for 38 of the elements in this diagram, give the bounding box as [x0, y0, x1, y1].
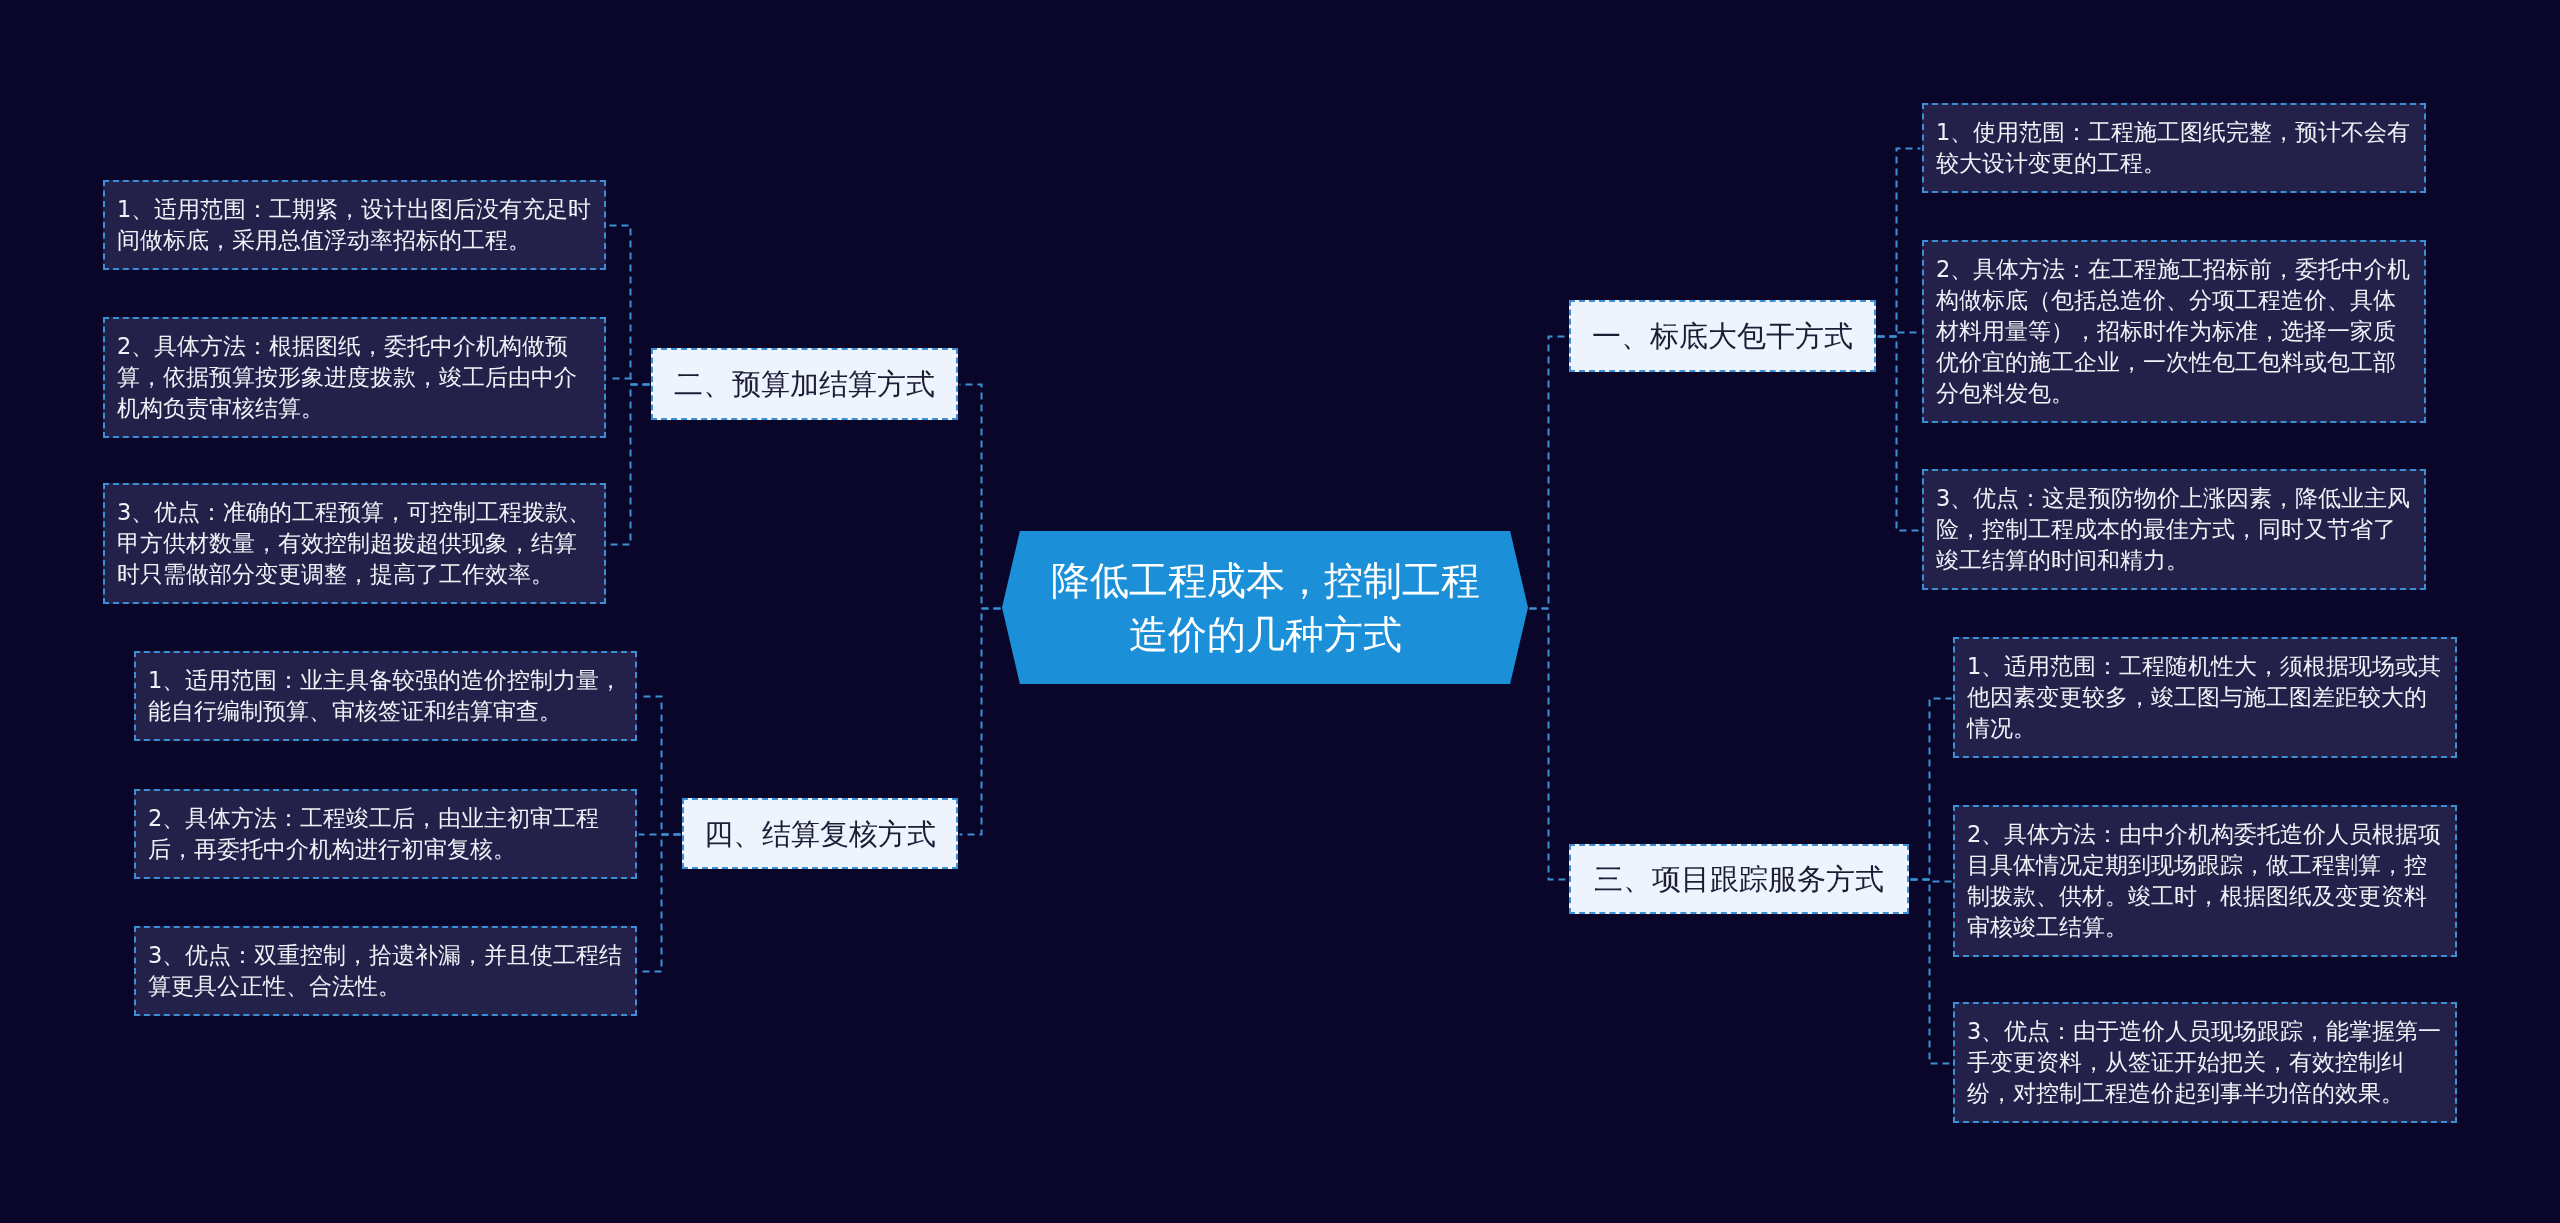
detail-text: 2、具体方法：由中介机构委托造价人员根据项目具体情况定期到现场跟踪，做工程割算，控制拨款、供材。竣工时，根据图纸及变更资料审核竣工结算。 [1967, 820, 2443, 942]
detail-text: 1、适用范围：工期紧，设计出图后没有充足时间做标底，采用总值浮动率招标的工程。 [117, 195, 592, 255]
detail-note-box [103, 180, 606, 270]
detail-text: 3、优点：这是预防物价上涨因素，降低业主风险，控制工程成本的最佳方式，同时又节省了竣工结算的时间和精力。 [1936, 484, 2412, 575]
connector-line [1909, 878, 1953, 1065]
detail-note-box [134, 926, 637, 1016]
branch-topic-text: 四、结算复核方式 [704, 815, 936, 853]
detail-note-box [1953, 1002, 2457, 1123]
connector-line [1876, 335, 1922, 532]
branch-topic-box [651, 348, 958, 420]
branch-topic-text: 三、项目跟踪服务方式 [1594, 861, 1884, 898]
connector-line [1528, 607, 1569, 881]
central-topic [1002, 531, 1528, 684]
detail-note-box [134, 789, 637, 879]
branch-topic-box [1569, 300, 1876, 372]
branch-topic-text: 二、预算加结算方式 [674, 366, 935, 403]
branch-topic-box [1569, 844, 1909, 914]
detail-text: 3、优点：准确的工程预算，可控制工程拨款、甲方供材数量，有效控制超拨超供现象，结算时只需做部分变更调整，提高了工作效率。 [117, 498, 592, 589]
detail-text: 2、具体方法：在工程施工招标前，委托中介机构做标底（包括总造价、分项工程造价、具体材料用量等），招标时作为标准，选择一家质优价宜的施工企业，一次性包工包料或包工部分包料发包。 [1936, 255, 2412, 408]
detail-text: 1、使用范围：工程施工图纸完整，预计不会有较大设计变更的工程。 [1936, 118, 2412, 178]
detail-note-box [1922, 469, 2426, 590]
detail-note-box [1922, 240, 2426, 423]
detail-note-box [1953, 805, 2457, 957]
branch-topic-box [682, 798, 958, 869]
detail-text: 1、适用范围：业主具备较强的造价控制力量，能自行编制预算、审核签证和结算审查。 [148, 666, 623, 726]
detail-text: 3、优点：双重控制，拾遗补漏，并且使工程结算更具公正性、合法性。 [148, 941, 623, 1001]
detail-note-box [103, 483, 606, 604]
detail-text: 1、适用范围：工程随机性大，须根据现场或其他因素变更较多，竣工图与施工图差距较大的情况。 [1967, 652, 2443, 743]
detail-note-box [134, 651, 637, 741]
branch-topic-text: 一、标底大包干方式 [1592, 318, 1853, 355]
detail-note-box [1922, 103, 2426, 193]
detail-text: 2、具体方法：根据图纸，委托中介机构做预算，依据预算按形象进度拨款，竣工后由中介机构负责审核结算。 [117, 332, 578, 423]
detail-note-box [1953, 637, 2457, 758]
detail-text: 2、具体方法：工程竣工后，由业主初审工程后，再委托中介机构进行初审复核。 [148, 804, 601, 864]
detail-text: 3、优点：由于造价人员现场跟踪，能掌握第一手变更资料，从签证开始把关，有效控制纠纷，对控制工程造价起到事半功倍的效果。 [1967, 1017, 2443, 1108]
central-topic-text: 降低工程成本，控制工程造价的几种方式 [1049, 556, 1481, 659]
detail-note-box [103, 317, 606, 438]
connector-line [958, 607, 1002, 836]
